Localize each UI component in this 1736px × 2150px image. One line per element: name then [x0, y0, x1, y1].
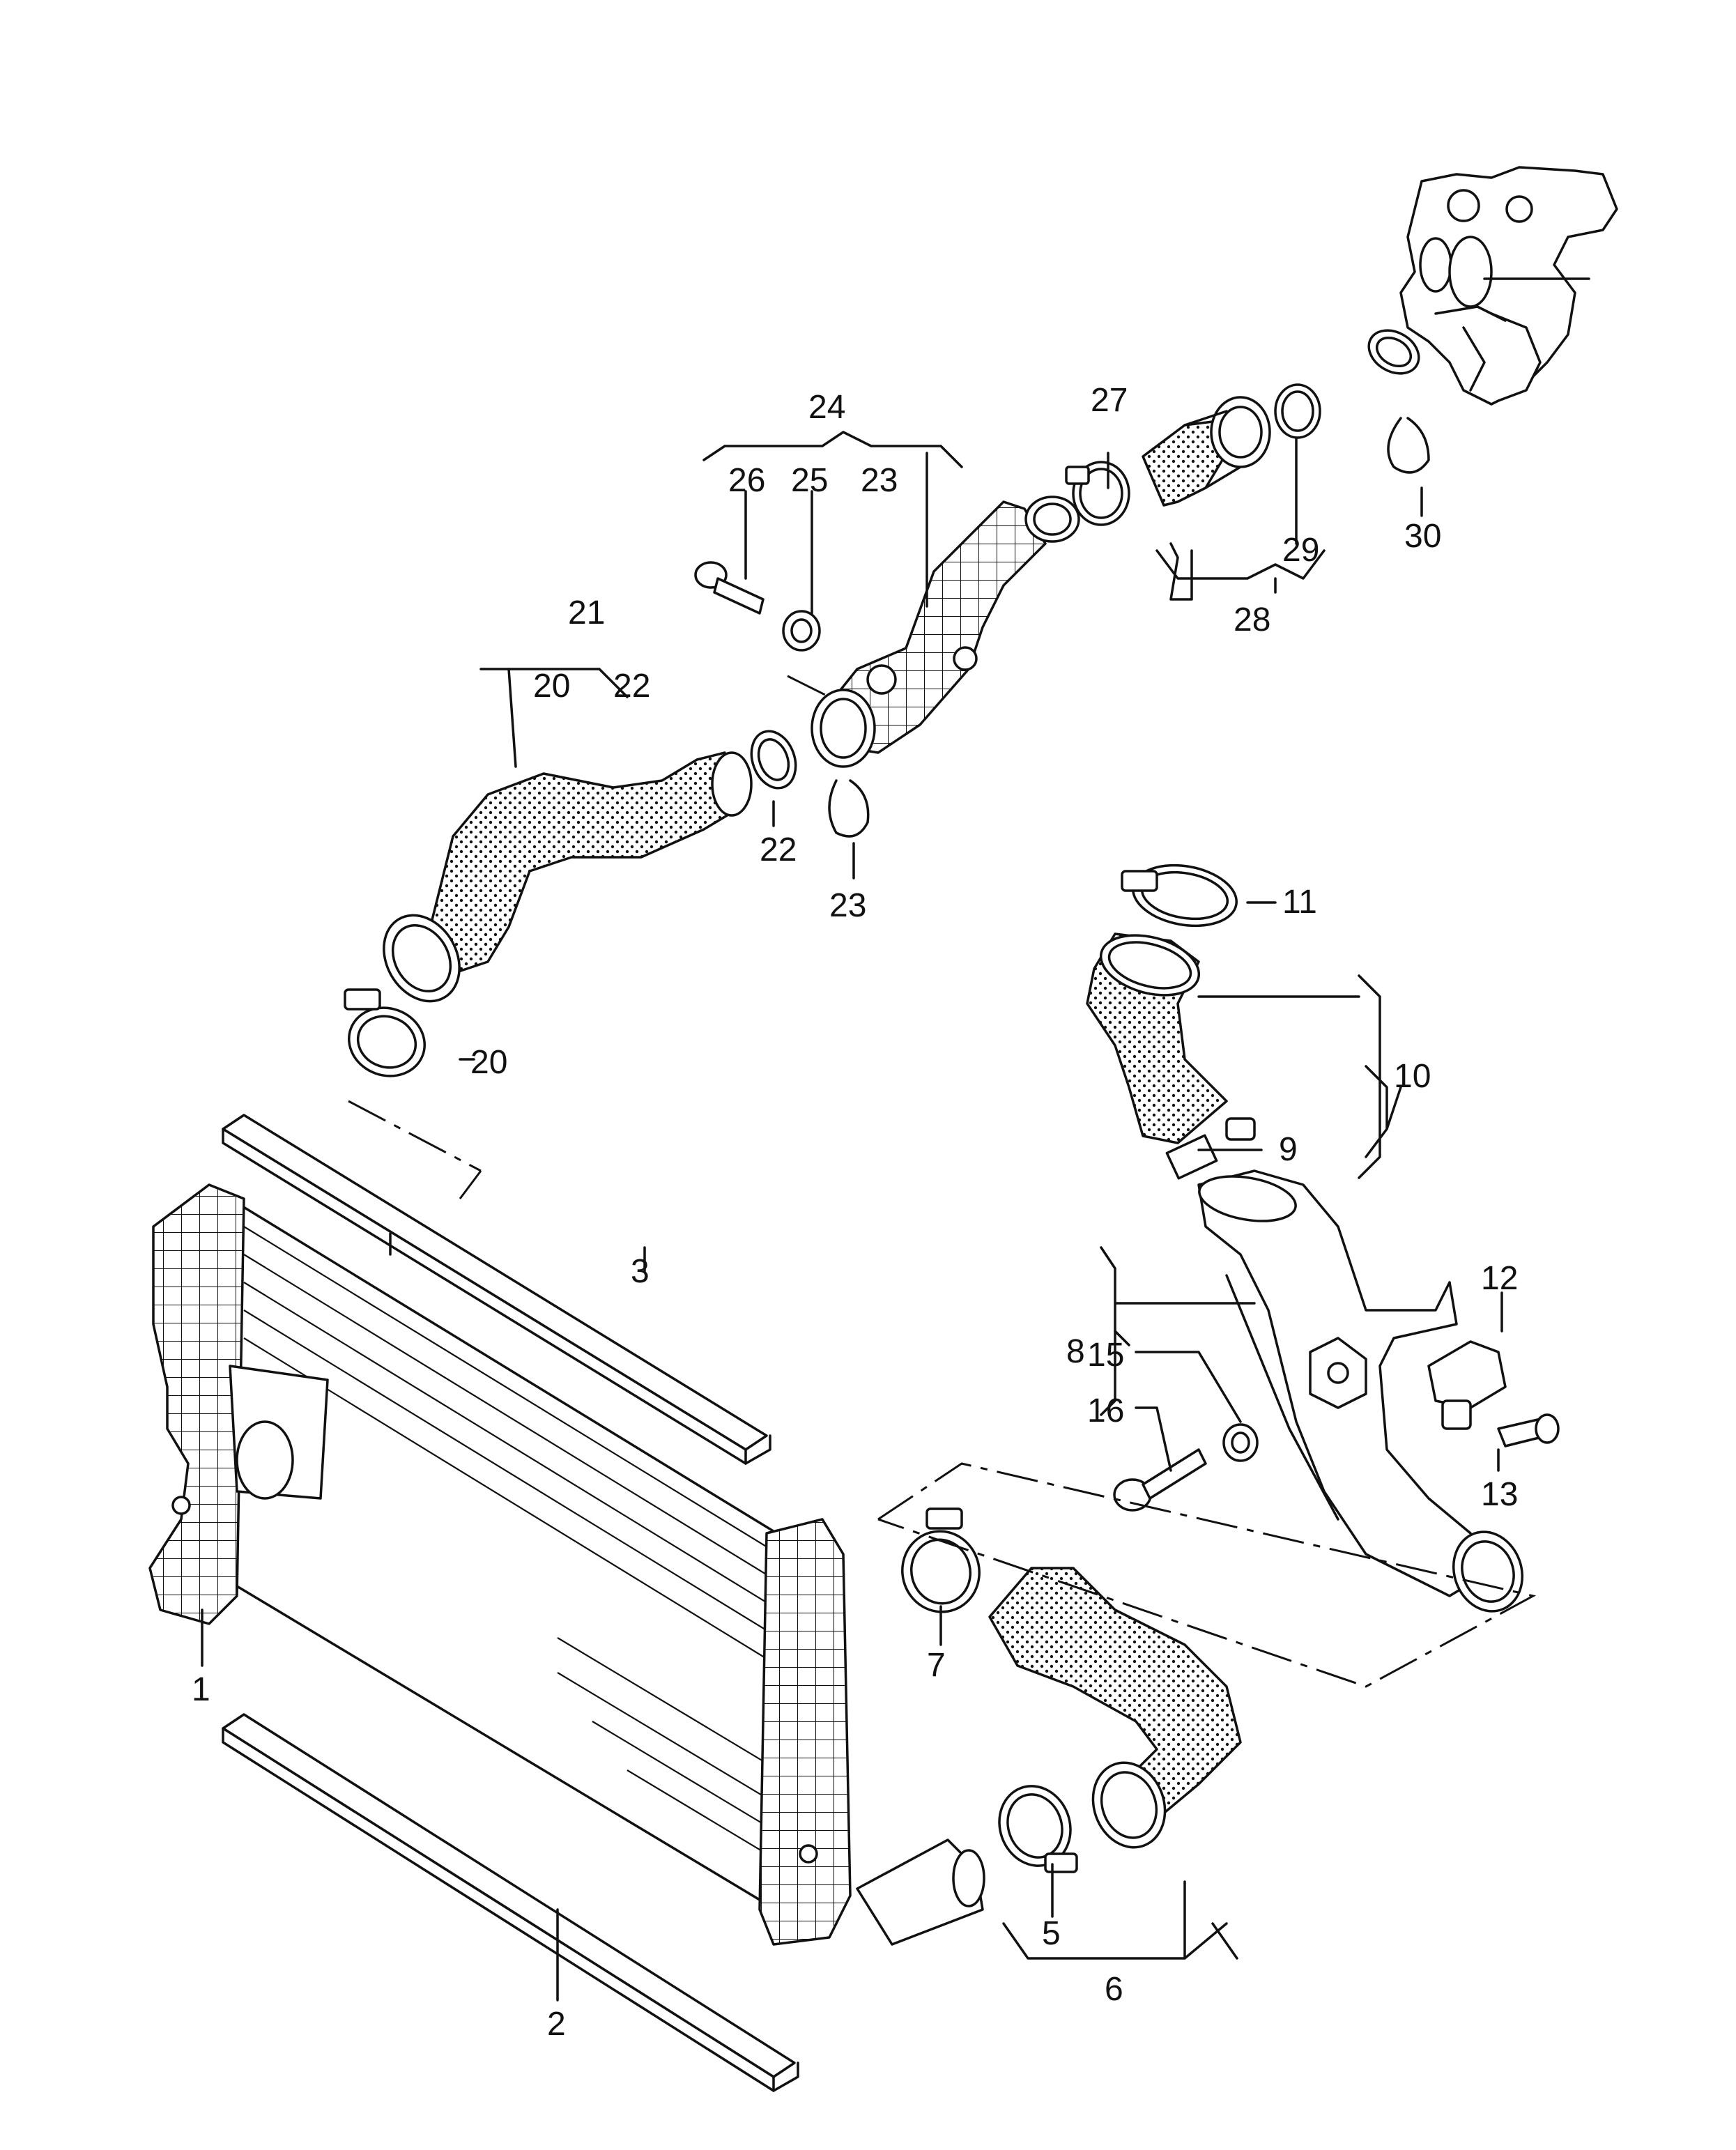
callout-24: 24	[808, 389, 845, 426]
clamp-27	[1065, 461, 1130, 526]
callout-15: 15	[1087, 1337, 1124, 1374]
o-ring-22	[750, 730, 797, 790]
leader-lines	[201, 431, 1503, 2002]
callout-26: 26	[728, 462, 765, 499]
callout-1: 1	[192, 1671, 210, 1708]
bolt-13	[1497, 1413, 1560, 1448]
hose-28	[1142, 396, 1271, 507]
callout-3: 3	[631, 1253, 650, 1290]
clamp-20	[344, 988, 426, 1077]
callout-labels: 1 2 3 5 6 7 8 9 10 11 12 13 15 16 20 20 …	[192, 382, 1518, 2043]
callout-20-clamp: 20	[470, 1044, 507, 1081]
pipe-24	[811, 496, 1080, 768]
clamp-11	[1121, 863, 1238, 928]
o-ring-30	[1387, 417, 1430, 474]
grommet-15	[1222, 1423, 1259, 1462]
callout-11: 11	[1282, 884, 1317, 921]
callout-12: 12	[1481, 1260, 1518, 1297]
callout-22-ring: 22	[760, 831, 797, 868]
callout-8: 8	[1066, 1333, 1085, 1370]
callout-21: 21	[568, 594, 605, 631]
callout-2: 2	[547, 2006, 566, 2043]
callout-30: 30	[1404, 518, 1441, 555]
intercooler-1	[148, 1183, 852, 1946]
connection-lines	[348, 675, 1537, 1688]
outlet-pipe	[856, 1838, 985, 1946]
pipe-8	[1197, 1169, 1524, 1613]
callout-13: 13	[1481, 1476, 1518, 1513]
callout-22-bracket: 22	[613, 668, 650, 705]
bolt-16	[1113, 1448, 1207, 1512]
callout-6: 6	[1105, 1971, 1123, 2008]
bolt-26	[694, 561, 765, 615]
callout-9: 9	[1279, 1131, 1298, 1168]
clamp-7	[901, 1507, 981, 1613]
turbocharger	[1367, 166, 1618, 406]
callout-23-ring: 23	[829, 887, 866, 924]
o-ring-23	[828, 779, 870, 838]
callout-7: 7	[927, 1647, 946, 1684]
grommet-25	[782, 610, 821, 652]
hose-21	[383, 751, 753, 1003]
bracket-3	[222, 1114, 771, 1465]
bracket-2	[222, 1713, 799, 2092]
callout-27: 27	[1091, 382, 1128, 419]
hose-6	[988, 1567, 1242, 1849]
o-ring-29	[1274, 383, 1321, 439]
callout-20-bracket: 20	[533, 668, 570, 705]
clamp-5	[998, 1785, 1078, 1873]
callout-16: 16	[1087, 1392, 1124, 1429]
sensor-9	[1165, 1117, 1256, 1180]
callout-10: 10	[1394, 1058, 1431, 1095]
callout-23-bracket: 23	[861, 462, 898, 499]
callout-5: 5	[1042, 1915, 1061, 1952]
hose-10	[1086, 932, 1228, 1144]
callout-25: 25	[791, 462, 828, 499]
callout-28: 28	[1234, 601, 1270, 638]
callout-29: 29	[1282, 532, 1319, 569]
sensor-12	[1427, 1340, 1507, 1430]
intercooler-fins	[243, 1226, 802, 1875]
